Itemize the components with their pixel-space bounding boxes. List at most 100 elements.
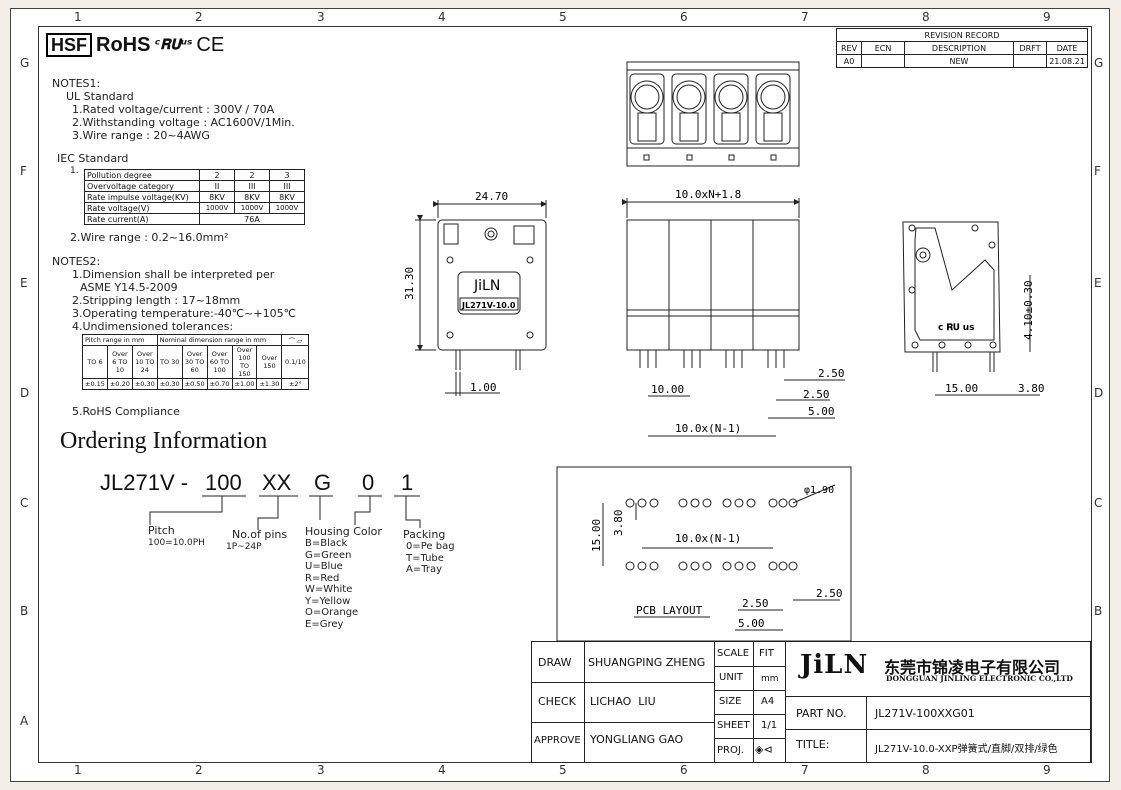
col-label: 9	[1043, 10, 1051, 24]
ordering-code-packing2: 1	[401, 470, 414, 495]
pitch-label: Pitch 100=10.0PH	[148, 524, 205, 548]
front-view	[622, 198, 845, 437]
housing-color-label: Housing Color B=Black G=Green U=Blue R=R…	[305, 525, 382, 630]
notes2-item: 4.Undimensioned tolerances:	[72, 320, 234, 333]
top-view	[626, 61, 800, 167]
col-label: 8	[922, 763, 930, 777]
draw-row: DRAW SHUANGPING ZHENG	[532, 642, 714, 762]
row-label: C	[20, 496, 29, 510]
col-label: 6	[680, 10, 688, 24]
row-label: G	[20, 56, 30, 70]
tolerance-table: Pitch range in mm Nominal dimension rang…	[82, 334, 310, 390]
packing-label: Packing 0=Pe bag T=Tube A=Tray	[403, 528, 455, 575]
ordering-title: Ordering Information	[60, 428, 268, 454]
back-ul-icon: c 𝐑𝐔 us	[938, 322, 975, 333]
part-model: JL271V-10.0	[461, 301, 516, 310]
ul-item: 1.Rated voltage/current : 300V / 70A	[72, 103, 275, 116]
col-label: 7	[801, 763, 809, 777]
front-p1-dim: 10.00	[651, 383, 684, 396]
iec-heading: IEC Standard	[57, 152, 129, 165]
draw-label: DRAW	[538, 656, 572, 669]
notes2-item: 2.Stripping length : 17~18mm	[72, 294, 241, 307]
hsf-logo: HSF	[46, 33, 92, 57]
notes2-item: 3.Operating temperature:-40℃~+105℃	[72, 307, 296, 320]
row-label: B	[1094, 604, 1103, 618]
back-width-dim: 15.00	[945, 382, 978, 395]
row-label: B	[20, 604, 29, 618]
pcb-h1-dim: 15.00	[590, 519, 603, 552]
row-label: E	[1094, 276, 1102, 290]
wire-range: 2.Wire range : 0.2~16.0mm²	[70, 231, 229, 244]
col-label: 2	[195, 10, 203, 24]
check-value: LICHAO LIU	[590, 695, 656, 708]
pcb-c-dim: 5.00	[738, 617, 765, 630]
col-label: 1	[74, 763, 82, 777]
col-label: 7	[801, 10, 809, 24]
revision-record: REVISION RECORD REV ECN DESCRIPTION DRFT…	[836, 28, 1088, 68]
ul-heading: UL Standard	[66, 90, 134, 103]
projection-icon: ◈⊲	[755, 743, 773, 756]
ce-logo: CE	[196, 33, 225, 56]
pcb-a-dim: 2.50	[816, 587, 843, 600]
ul-item: 2.Withstanding voltage : AC1600V/1Min.	[72, 116, 295, 129]
part-no-value: JL271V-100XXG01	[875, 707, 975, 720]
notes2-section: NOTES2: 1.Dimension shall be interpreted…	[52, 255, 296, 333]
company-cn: 东莞市锦凌电子有限公司	[884, 658, 1061, 677]
front-p4-dim: 5.00	[808, 405, 835, 418]
notes2-heading: NOTES2:	[52, 255, 101, 268]
draw-value: SHUANGPING ZHENG	[588, 656, 706, 669]
pcb-layout-label: PCB LAYOUT	[636, 604, 703, 617]
company-logo: JiLN	[800, 650, 869, 680]
pins-label: No.of pins 1P~24P	[226, 528, 288, 552]
title-block: DRAW SHUANGPING ZHENG CHECK LICHAO LIU A…	[531, 641, 1091, 763]
ordering-code-packing1: 0	[362, 470, 375, 495]
col-label: 4	[438, 763, 446, 777]
notes1-section: NOTES1: UL Standard 1.Rated voltage/curr…	[52, 77, 295, 142]
certification-logos: HSF RoHS ᶜ𝐑𝐔ᵘˢ CE	[46, 33, 224, 57]
approve-row: APPROVE YONGLIANG GAO	[532, 722, 714, 762]
col-label: 9	[1043, 763, 1051, 777]
approve-label: APPROVE	[534, 735, 581, 746]
check-row: CHECK LICHAO LIU	[532, 682, 714, 723]
ul-item: 3.Wire range : 20~4AWG	[72, 129, 210, 142]
front-p2-dim: 2.50	[818, 367, 845, 380]
side-pin-dim: 1.00	[470, 381, 497, 394]
pcb-h2-dim: 3.80	[612, 510, 625, 537]
side-height-dim: 31.30	[403, 267, 416, 300]
iec-num: 1.	[70, 166, 79, 176]
title-value: JL271V-10.0-XXP弹簧式/直脚/双排/绿色	[875, 744, 1058, 755]
part-logo: JiLN	[473, 278, 500, 294]
col-label: 5	[559, 10, 567, 24]
side-width-dim: 24.70	[475, 190, 508, 203]
col-label: 5	[559, 763, 567, 777]
front-p5-dim: 10.0x(N-1)	[675, 422, 741, 435]
back-width2-dim: 3.80	[1018, 382, 1045, 395]
front-p3-dim: 2.50	[803, 388, 830, 401]
check-label: CHECK	[538, 695, 576, 708]
ordering-code-pins: XX	[262, 470, 292, 495]
row-label: F	[1094, 164, 1101, 178]
col-label: 3	[317, 763, 325, 777]
title-row: TITLE: JL271V-10.0-XXP弹簧式/直脚/双排/绿色	[786, 729, 1090, 762]
col-label: 6	[680, 763, 688, 777]
border-row-labels-right: G F E D C B	[1094, 26, 1108, 761]
title-label: TITLE:	[796, 738, 830, 751]
row-label: A	[20, 714, 29, 728]
border-col-labels-bottom: 1 2 3 4 5 6 7 8 9	[38, 763, 1090, 779]
front-width-dim: 10.0xN+1.8	[675, 188, 741, 201]
part-no-row: PART NO. JL271V-100XXG01	[786, 696, 1090, 762]
company-en: DONGGUAN JINLING ELECTRONIC CO.,LTD	[886, 674, 1073, 683]
pcb-pitch-dim: 10.0x(N-1)	[675, 532, 741, 545]
part-no-label: PART NO.	[796, 707, 847, 720]
col-label: 2	[195, 763, 203, 777]
ordering-code-pitch: 100	[205, 470, 242, 495]
notes2-item: ASME Y14.5-2009	[80, 281, 178, 294]
ordering-code-color: G	[314, 470, 332, 495]
col-label: 1	[74, 10, 82, 24]
back-view	[902, 221, 1040, 396]
row-label: D	[20, 386, 30, 400]
row-label: C	[1094, 496, 1103, 510]
row-label: E	[20, 276, 28, 290]
